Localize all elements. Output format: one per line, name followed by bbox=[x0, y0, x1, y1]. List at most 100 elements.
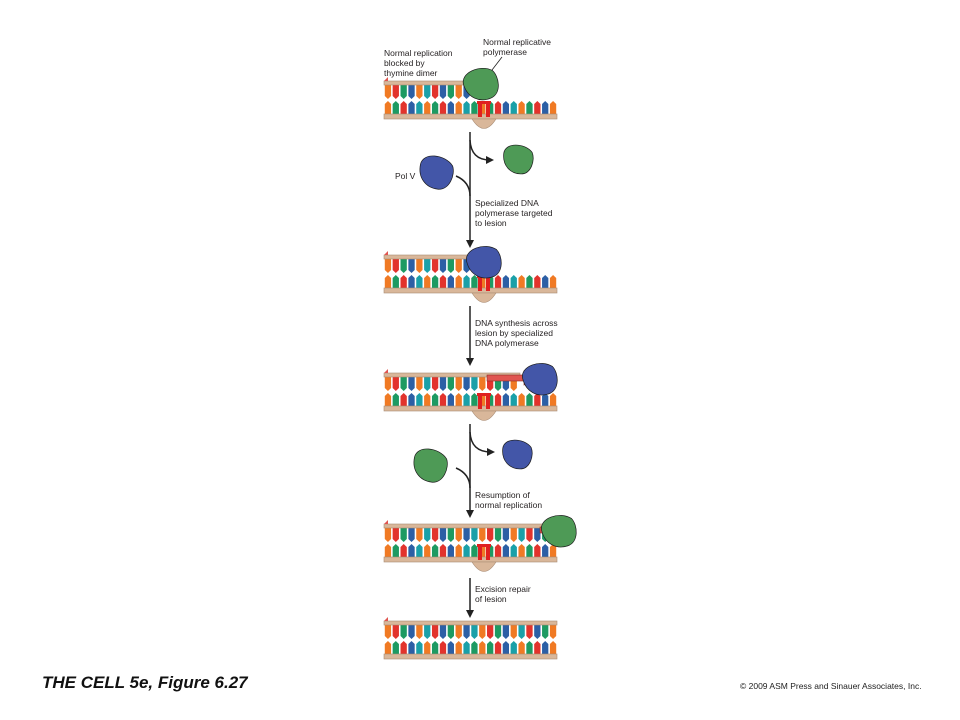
new-strand-base bbox=[416, 259, 423, 273]
template-base bbox=[549, 393, 557, 406]
template-base bbox=[408, 275, 415, 288]
template-base bbox=[408, 101, 415, 114]
template-base bbox=[408, 641, 415, 654]
new-strand-base bbox=[502, 528, 510, 542]
thymine-dimer-base bbox=[486, 395, 490, 409]
template-base bbox=[549, 641, 557, 654]
new-strand-base bbox=[424, 377, 431, 391]
new-strand-base bbox=[463, 528, 470, 542]
copyright-notice: © 2009 ASM Press and Sinauer Associates,… bbox=[740, 681, 922, 691]
template-base bbox=[510, 275, 517, 288]
template-base bbox=[471, 641, 478, 654]
template-base bbox=[510, 544, 517, 557]
template-base bbox=[384, 393, 392, 406]
template-base bbox=[392, 544, 399, 557]
template-base bbox=[494, 641, 502, 654]
new-strand-base bbox=[392, 377, 399, 391]
template-base bbox=[455, 275, 462, 288]
new-strand-base bbox=[424, 528, 431, 542]
released-pol-v bbox=[502, 439, 533, 470]
template-base bbox=[549, 101, 557, 114]
template-base bbox=[416, 101, 423, 114]
new-strand-base bbox=[408, 259, 415, 273]
label-step-synthesis: DNA synthesis across lesion by specializ… bbox=[475, 318, 558, 348]
template-base bbox=[408, 393, 415, 406]
strand-tail bbox=[384, 251, 388, 255]
template-base bbox=[471, 393, 478, 406]
template-base bbox=[424, 275, 431, 288]
template-base bbox=[384, 641, 392, 654]
release-arrow-3 bbox=[469, 431, 495, 456]
dna-duplex-3 bbox=[383, 369, 558, 421]
new-strand-base bbox=[439, 528, 447, 542]
new-strand-base bbox=[479, 377, 486, 391]
template-base bbox=[416, 544, 423, 557]
template-base bbox=[400, 393, 407, 406]
new-strand-base bbox=[526, 528, 533, 542]
template-base bbox=[502, 101, 510, 114]
join-arrow-3 bbox=[455, 467, 471, 489]
template-base bbox=[463, 393, 470, 406]
normal-polymerase-returning bbox=[413, 448, 448, 483]
template-base bbox=[447, 544, 454, 557]
template-base bbox=[542, 101, 549, 114]
template-base bbox=[392, 101, 399, 114]
dna-duplex-5 bbox=[383, 617, 558, 660]
new-strand-base bbox=[431, 85, 439, 99]
template-base bbox=[510, 101, 517, 114]
template-base bbox=[526, 275, 533, 288]
template-base bbox=[392, 641, 399, 654]
template-base bbox=[518, 393, 525, 406]
template-base bbox=[534, 393, 541, 406]
template-base bbox=[502, 393, 510, 406]
new-strand-base bbox=[408, 85, 415, 99]
new-strand-base bbox=[471, 625, 478, 639]
new-strand-base bbox=[416, 625, 423, 639]
new-strand-base bbox=[431, 259, 439, 273]
new-strand-base bbox=[424, 259, 431, 273]
thymine-dimer-bond bbox=[477, 101, 491, 104]
new-strand-base bbox=[455, 625, 462, 639]
new-strand-base bbox=[400, 259, 407, 273]
thymine-dimer-bond bbox=[477, 393, 491, 396]
new-strand-base bbox=[447, 259, 454, 273]
template-base bbox=[400, 641, 407, 654]
lesion-kink bbox=[471, 561, 497, 572]
label-blocked-replication: Normal replication blocked by thymine di… bbox=[384, 48, 453, 78]
template-base bbox=[518, 101, 525, 114]
pol-v-synthesizing bbox=[522, 363, 558, 396]
new-strand-base bbox=[518, 528, 525, 542]
new-strand-base bbox=[494, 625, 502, 639]
new-strand-base bbox=[384, 259, 392, 273]
new-strand-base bbox=[424, 625, 431, 639]
template-base bbox=[549, 544, 557, 557]
thymine-dimer-base bbox=[486, 546, 490, 560]
new-strand-base bbox=[400, 85, 407, 99]
template-base bbox=[392, 393, 399, 406]
strand-tail bbox=[384, 369, 388, 373]
pol-v-free bbox=[419, 155, 454, 190]
lesion-kink bbox=[471, 118, 497, 129]
template-base bbox=[534, 275, 541, 288]
strand-tail bbox=[384, 77, 388, 81]
new-strand-base bbox=[400, 377, 407, 391]
new-strand-base bbox=[439, 377, 447, 391]
template-backbone bbox=[383, 287, 558, 294]
template-base bbox=[549, 275, 557, 288]
label-step-excision: Excision repair of lesion bbox=[475, 584, 531, 604]
new-strand-base bbox=[408, 625, 415, 639]
new-strand-base bbox=[502, 625, 510, 639]
template-backbone bbox=[383, 405, 558, 412]
template-base bbox=[439, 275, 447, 288]
template-base bbox=[526, 101, 533, 114]
template-base bbox=[447, 275, 454, 288]
template-base bbox=[384, 544, 392, 557]
template-base bbox=[400, 101, 407, 114]
template-base bbox=[487, 641, 494, 654]
template-base bbox=[392, 275, 399, 288]
new-strand-base bbox=[416, 528, 423, 542]
new-strand-base bbox=[384, 625, 392, 639]
template-base bbox=[494, 544, 502, 557]
template-base bbox=[463, 275, 470, 288]
template-base bbox=[384, 101, 392, 114]
